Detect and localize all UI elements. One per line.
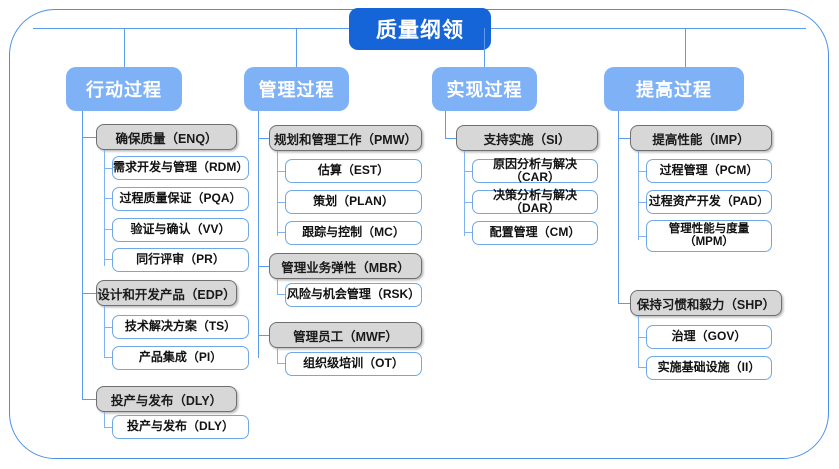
leaf-box-mpm[interactable]: 管理性能与度量 （MPM） xyxy=(646,220,772,252)
group-imp-stub-1 xyxy=(638,171,647,172)
group-shp-stub-1 xyxy=(638,337,647,338)
group-imp-stub-3 xyxy=(638,236,647,237)
group-enq-stub-4 xyxy=(104,259,113,260)
column-head-2[interactable]: 管理过程 xyxy=(244,67,349,111)
group-pmw-stub-2 xyxy=(277,202,286,203)
group-shp-spine xyxy=(638,316,639,368)
group-dly-spine xyxy=(104,412,105,428)
leaf-box-ts[interactable]: 技术解决方案（TS） xyxy=(112,315,249,339)
group-si-stub-2 xyxy=(464,202,473,203)
column-1-stub-group-2 xyxy=(82,293,97,294)
leaf-box-pr[interactable]: 同行评审（PR） xyxy=(112,248,249,272)
group-edp-stub-1 xyxy=(104,327,113,328)
column-3-spine xyxy=(445,111,446,139)
group-enq-stub-3 xyxy=(104,229,113,230)
group-box-dly[interactable]: 投产与发布（DLY） xyxy=(96,386,237,412)
leaf-box-plan[interactable]: 策划（PLAN） xyxy=(285,190,422,214)
group-si-stub-3 xyxy=(464,232,473,233)
column-1-stub-group-1 xyxy=(82,137,97,138)
column-3-stub-group-1 xyxy=(445,138,457,139)
trunk-drop-col-4 xyxy=(685,28,686,67)
group-edp-spine xyxy=(104,306,105,358)
column-head-1[interactable]: 行动过程 xyxy=(66,67,182,111)
group-pmw-spine xyxy=(277,151,278,236)
trunk-horizontal-right xyxy=(491,28,806,29)
group-box-edp[interactable]: 设计和开发产品（EDP） xyxy=(96,280,237,306)
group-si-spine xyxy=(464,151,465,236)
leaf-box-ii[interactable]: 实施基础设施（II） xyxy=(646,356,772,380)
leaf-box-est[interactable]: 估算（EST） xyxy=(285,159,422,183)
root-title: 质量纲领 xyxy=(349,8,491,50)
leaf-box-car[interactable]: 原因分析与解决（CAR） xyxy=(472,157,598,184)
column-2-stub-group-3 xyxy=(258,335,270,336)
leaf-box-pcm[interactable]: 过程管理（PCM） xyxy=(646,159,772,183)
leaf-box-rdm[interactable]: 需求开发与管理（RDM） xyxy=(112,156,249,180)
leaf-box-dly-item[interactable]: 投产与发布（DLY） xyxy=(112,415,249,439)
trunk-horizontal-left xyxy=(33,28,349,29)
group-box-pmw[interactable]: 规划和管理工作（PMW） xyxy=(269,125,422,151)
column-2-stub-group-1 xyxy=(258,138,270,139)
group-box-mbr[interactable]: 管理业务弹性（MBR） xyxy=(269,253,422,279)
column-4-stub-group-2 xyxy=(618,303,631,304)
group-box-imp[interactable]: 提高性能（IMP） xyxy=(630,125,772,151)
group-pmw-stub-1 xyxy=(277,171,286,172)
leaf-box-mc[interactable]: 跟踪与控制（MC） xyxy=(285,221,422,245)
leaf-box-pad[interactable]: 过程资产开发（PAD） xyxy=(646,190,772,214)
group-mwf-spine xyxy=(277,348,278,364)
leaf-box-rsk[interactable]: 风险与机会管理（RSK） xyxy=(285,283,422,307)
group-enq-spine xyxy=(104,150,105,266)
group-box-enq[interactable]: 确保质量（ENQ） xyxy=(96,124,237,150)
group-box-shp[interactable]: 保持习惯和毅力（SHP） xyxy=(630,290,782,316)
leaf-box-vv[interactable]: 验证与确认（VV） xyxy=(112,218,249,242)
trunk-drop-col-1 xyxy=(124,28,125,67)
group-mbr-spine xyxy=(277,279,278,295)
group-edp-stub-2 xyxy=(104,357,113,358)
group-box-mwf[interactable]: 管理员工（MWF） xyxy=(269,322,422,348)
column-4-stub-group-1 xyxy=(618,138,631,139)
leaf-box-gov[interactable]: 治理（GOV） xyxy=(646,325,772,349)
group-box-si[interactable]: 支持实施（SI） xyxy=(456,125,598,151)
column-2-spine xyxy=(258,111,259,358)
group-enq-stub-2 xyxy=(104,198,113,199)
leaf-box-pi[interactable]: 产品集成（PI） xyxy=(112,346,249,370)
group-pmw-stub-3 xyxy=(277,232,286,233)
column-head-4[interactable]: 提高过程 xyxy=(604,67,744,111)
column-head-3[interactable]: 实现过程 xyxy=(432,67,537,111)
column-4-spine xyxy=(618,111,619,304)
group-dly-stub-1 xyxy=(104,427,113,428)
leaf-box-dar[interactable]: 决策分析与解决（DAR） xyxy=(472,188,598,215)
group-enq-stub-1 xyxy=(104,168,113,169)
leaf-box-cm[interactable]: 配置管理（CM） xyxy=(472,221,598,245)
group-shp-stub-2 xyxy=(638,367,647,368)
group-imp-spine xyxy=(638,151,639,240)
trunk-drop-col-2 xyxy=(296,28,297,67)
leaf-box-ot[interactable]: 组织级培训（OT） xyxy=(285,352,422,376)
group-mwf-stub-1 xyxy=(277,363,286,364)
column-1-stub-group-3 xyxy=(82,399,97,400)
column-1-spine xyxy=(82,111,83,399)
trunk-drop-col-3 xyxy=(484,28,485,67)
group-si-stub-1 xyxy=(464,171,473,172)
group-imp-stub-2 xyxy=(638,202,647,203)
leaf-box-pqa[interactable]: 过程质量保证（PQA） xyxy=(112,187,249,211)
column-2-stub-group-2 xyxy=(258,266,270,267)
group-mbr-stub-1 xyxy=(277,294,286,295)
